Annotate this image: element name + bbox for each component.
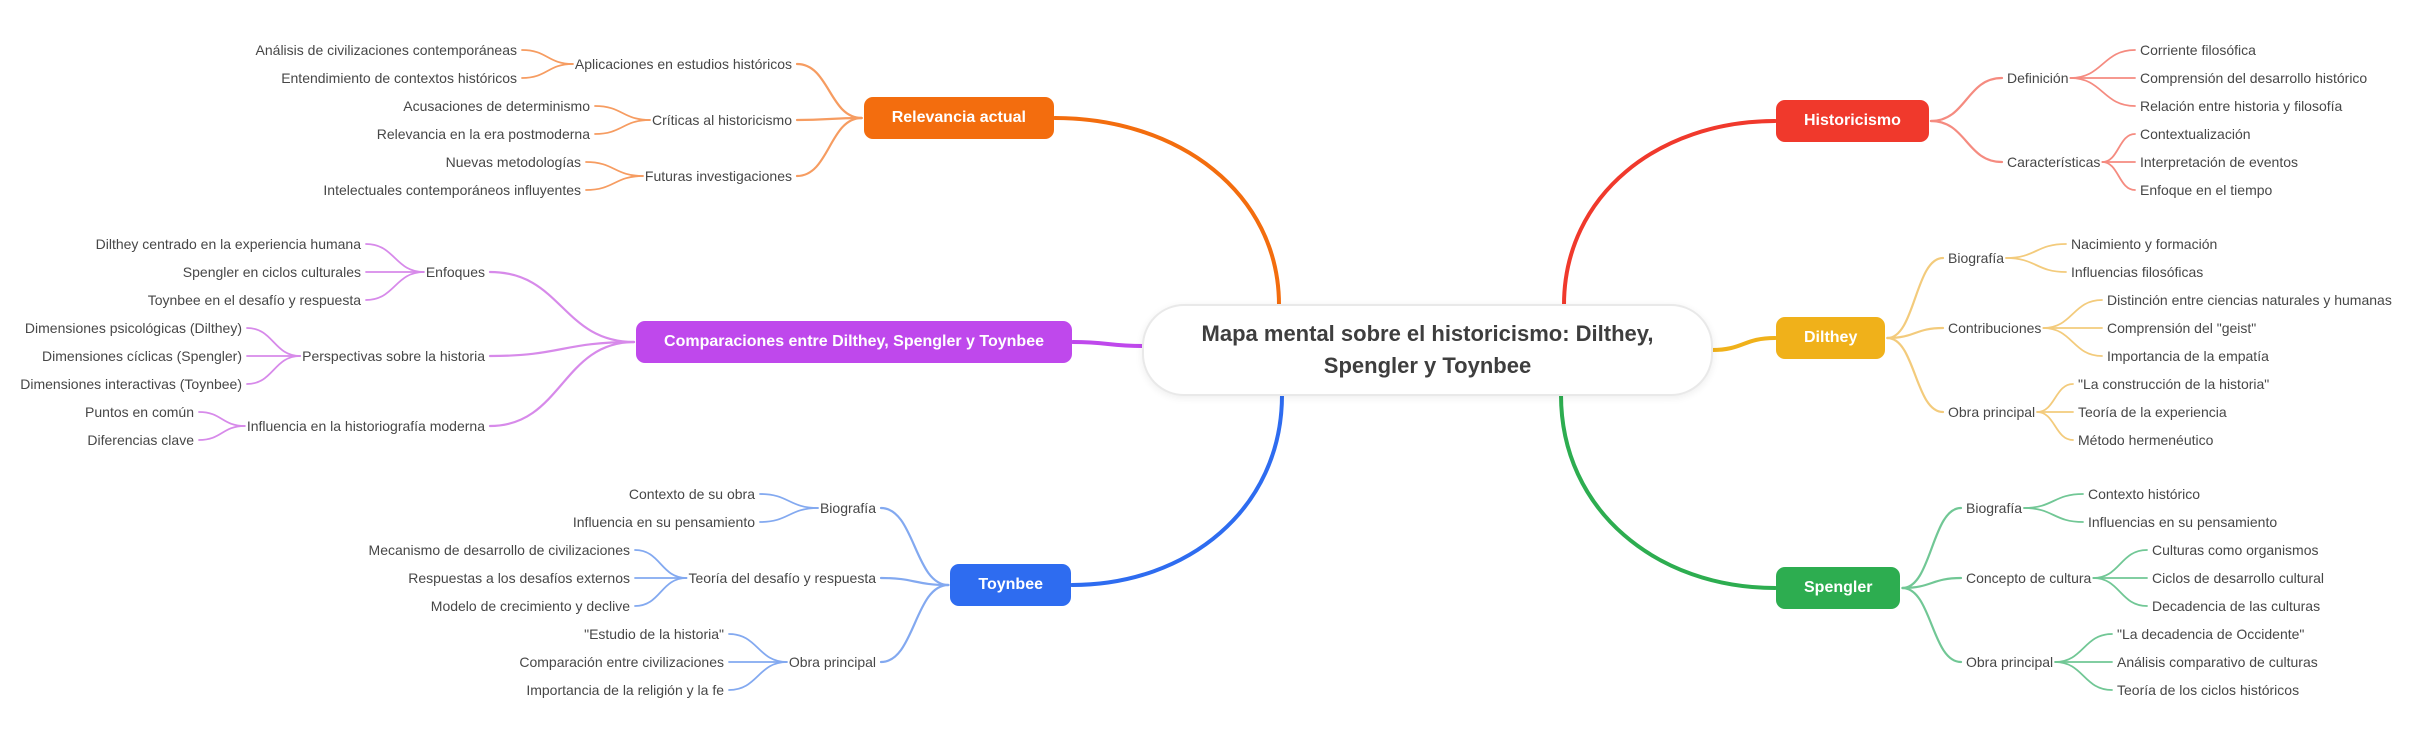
mindmap-leaf[interactable]: Contextualización bbox=[2140, 126, 2251, 142]
subtopic-obra-principal[interactable]: Obra principal bbox=[788, 654, 876, 670]
mindmap-leaf[interactable]: Influencias filosóficas bbox=[2071, 264, 2204, 280]
mindmap-leaf[interactable]: Análisis comparativo de culturas bbox=[2117, 654, 2318, 670]
mindmap-leaf[interactable]: "La construcción de la historia" bbox=[2078, 376, 2270, 392]
mindmap-leaf[interactable]: Enfoque en el tiempo bbox=[2140, 182, 2273, 198]
mindmap-leaf[interactable]: Contexto de su obra bbox=[628, 486, 755, 502]
subtopic-criticas[interactable]: Críticas al historicismo bbox=[651, 112, 792, 128]
mindmap-leaf[interactable]: Comprensión del desarrollo histórico bbox=[2140, 70, 2368, 86]
subtopic-obra-principal[interactable]: Obra principal bbox=[1948, 404, 2036, 420]
subtopic-biografia[interactable]: Biografía bbox=[1966, 500, 2023, 516]
mindmap-leaf[interactable]: Comparación entre civilizaciones bbox=[519, 654, 724, 670]
mindmap-leaf[interactable]: Corriente filosófica bbox=[2140, 42, 2256, 58]
mindmap-leaf[interactable]: Spengler en ciclos culturales bbox=[182, 264, 361, 280]
mindmap-leaf[interactable]: Mecanismo de desarrollo de civilizacione… bbox=[368, 542, 630, 558]
mindmap-leaf[interactable]: Comprensión del "geist" bbox=[2107, 320, 2257, 336]
mindmap-leaf[interactable]: Modelo de crecimiento y declive bbox=[430, 598, 630, 614]
branch-spengler[interactable]: Spengler bbox=[1776, 567, 1901, 609]
branch-comparaciones[interactable]: Comparaciones entre Dilthey, Spengler y … bbox=[636, 321, 1072, 363]
subtopic-concepto-de-cultura[interactable]: Concepto de cultura bbox=[1966, 570, 2092, 586]
mindmap-leaf[interactable]: Dimensiones interactivas (Toynbee) bbox=[20, 376, 242, 392]
mindmap-leaf[interactable]: Intelectuales contemporáneos influyentes bbox=[323, 182, 581, 198]
branch-dilthey[interactable]: Dilthey bbox=[1776, 317, 1886, 359]
subtopic-biografia[interactable]: Biografía bbox=[819, 500, 876, 516]
branch-historicismo[interactable]: Historicismo bbox=[1776, 100, 1929, 142]
subtopic-definicion[interactable]: Definición bbox=[2007, 70, 2069, 86]
mindmap-leaf[interactable]: Acusaciones de determinismo bbox=[403, 98, 590, 114]
mindmap-leaf[interactable]: Respuestas a los desafíos externos bbox=[408, 570, 630, 586]
mindmap-leaf[interactable]: Teoría de los ciclos históricos bbox=[2117, 682, 2300, 698]
subtopic-contribuciones[interactable]: Contribuciones bbox=[1948, 320, 2042, 336]
mindmap-leaf[interactable]: Entendimiento de contextos históricos bbox=[281, 70, 517, 86]
mindmap-leaf[interactable]: Culturas como organismos bbox=[2152, 542, 2319, 558]
mindmap-leaf[interactable]: Importancia de la religión y la fe bbox=[526, 682, 724, 698]
mindmap-leaf[interactable]: Relevancia en la era postmoderna bbox=[376, 126, 590, 142]
mindmap-leaf[interactable]: Nuevas metodologías bbox=[445, 154, 581, 170]
central-topic[interactable]: Mapa mental sobre el historicismo: Dilth… bbox=[1142, 304, 1713, 396]
mindmap-leaf[interactable]: Relación entre historia y filosofía bbox=[2140, 98, 2343, 114]
mindmap-leaf[interactable]: Teoría de la experiencia bbox=[2078, 404, 2227, 420]
subtopic-caracteristicas[interactable]: Características bbox=[2007, 154, 2101, 170]
mindmap-leaf[interactable]: Influencia en su pensamiento bbox=[572, 514, 755, 530]
branch-toynbee[interactable]: Toynbee bbox=[950, 564, 1071, 606]
mindmap-leaf[interactable]: Diferencias clave bbox=[87, 432, 194, 448]
mindmap-leaf[interactable]: Dimensiones cíclicas (Spengler) bbox=[42, 348, 242, 364]
subtopic-obra-principal[interactable]: Obra principal bbox=[1966, 654, 2054, 670]
mindmap-leaf[interactable]: Toynbee en el desafío y respuesta bbox=[147, 292, 361, 308]
mindmap-leaf[interactable]: Dilthey centrado en la experiencia human… bbox=[95, 236, 361, 252]
mindmap-leaf[interactable]: "Estudio de la historia" bbox=[584, 626, 724, 642]
subtopic-influencia-historiografia[interactable]: Influencia en la historiografía moderna bbox=[246, 418, 485, 434]
subtopic-enfoques[interactable]: Enfoques bbox=[425, 264, 485, 280]
mindmap-leaf[interactable]: Interpretación de eventos bbox=[2140, 154, 2298, 170]
mindmap-leaf[interactable]: Dimensiones psicológicas (Dilthey) bbox=[24, 320, 242, 336]
mindmap-leaf[interactable]: Nacimiento y formación bbox=[2071, 236, 2218, 252]
mindmap-leaf[interactable]: Decadencia de las culturas bbox=[2152, 598, 2321, 614]
mindmap-leaf[interactable]: Ciclos de desarrollo cultural bbox=[2152, 570, 2324, 586]
subtopic-futuras-investigaciones[interactable]: Futuras investigaciones bbox=[644, 168, 792, 184]
branch-relevancia-actual[interactable]: Relevancia actual bbox=[863, 97, 1054, 139]
subtopic-biografia[interactable]: Biografía bbox=[1948, 250, 2005, 266]
mindmap-leaf[interactable]: Puntos en común bbox=[85, 404, 194, 420]
mindmap-leaf[interactable]: Influencias en su pensamiento bbox=[2088, 514, 2278, 530]
subtopic-aplicaciones[interactable]: Aplicaciones en estudios históricos bbox=[574, 56, 792, 72]
mindmap-leaf[interactable]: "La decadencia de Occidente" bbox=[2117, 626, 2305, 642]
mindmap-leaf[interactable]: Contexto histórico bbox=[2088, 486, 2201, 502]
mindmap-leaf[interactable]: Método hermenéutico bbox=[2078, 432, 2214, 448]
mindmap-leaf[interactable]: Distinción entre ciencias naturales y hu… bbox=[2107, 292, 2392, 308]
subtopic-teoria-desafio-respuesta[interactable]: Teoría del desafío y respuesta bbox=[688, 570, 876, 586]
mindmap-leaf[interactable]: Análisis de civilizaciones contemporánea… bbox=[255, 42, 517, 58]
subtopic-perspectivas[interactable]: Perspectivas sobre la historia bbox=[302, 348, 485, 364]
mindmap-leaf[interactable]: Importancia de la empatía bbox=[2107, 348, 2269, 364]
